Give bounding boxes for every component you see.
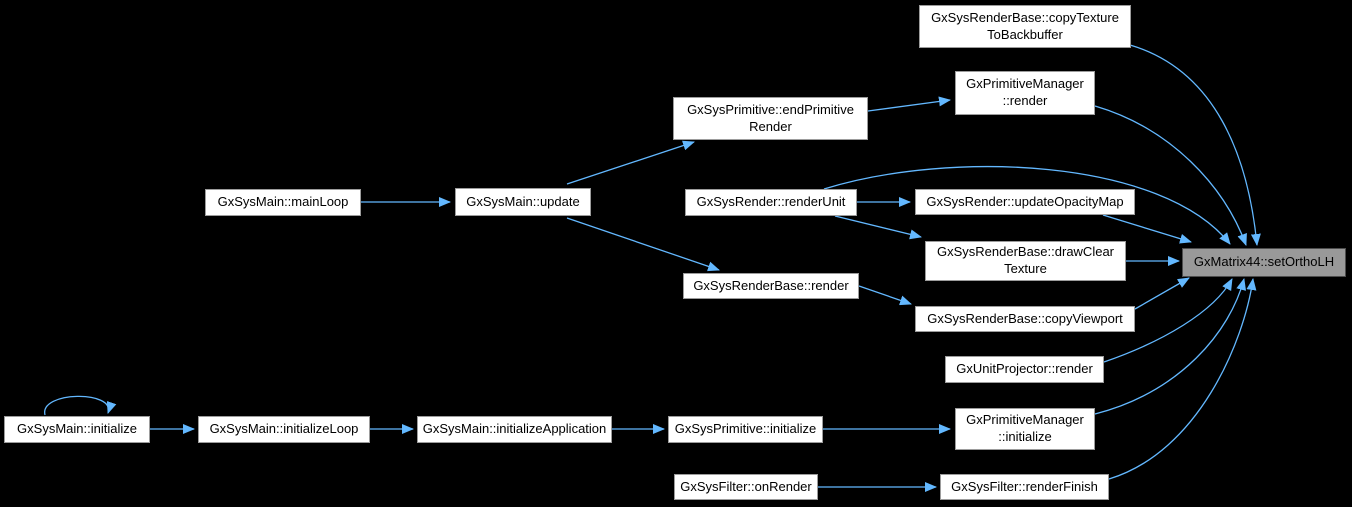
node-primitive-manager-initialize[interactable]: GxPrimitiveManager ::initialize (955, 408, 1095, 450)
node-set-ortho-lh: GxMatrix44::setOrthoLH (1182, 248, 1346, 277)
node-initialize-loop[interactable]: GxSysMain::initializeLoop (198, 416, 370, 443)
node-copy-viewport[interactable]: GxSysRenderBase::copyViewport (915, 306, 1135, 332)
edge-update-to-end-primitive-render (566, 140, 695, 185)
node-render-unit[interactable]: GxSysRender::renderUnit (685, 189, 857, 216)
node-main-loop[interactable]: GxSysMain::mainLoop (205, 189, 361, 216)
edge-render-unit-to-draw-clear-texture (834, 215, 922, 240)
edge-render-finish-to-set-ortho-lh (1108, 278, 1257, 480)
node-end-primitive-render[interactable]: GxSysPrimitive::endPrimitive Render (673, 97, 868, 140)
edge-copy-viewport-to-set-ortho-lh (1134, 277, 1190, 310)
edge-copy-texture-to-backbuffer-to-set-ortho-lh (1129, 44, 1261, 246)
edge-primitive-manager-render-to-set-ortho-lh (1094, 105, 1247, 246)
node-primitive-manager-render[interactable]: GxPrimitiveManager ::render (955, 71, 1095, 115)
node-on-render[interactable]: GxSysFilter::onRender (674, 474, 818, 500)
edge-update-opacity-map-to-set-ortho-lh (1102, 214, 1192, 244)
edge-initialize-to-initialize (44, 395, 117, 416)
node-initialize[interactable]: GxSysMain::initialize (4, 416, 150, 443)
node-update-opacity-map[interactable]: GxSysRender::updateOpacityMap (915, 189, 1135, 215)
node-sys-primitive-initialize[interactable]: GxSysPrimitive::initialize (668, 416, 823, 443)
node-copy-texture-to-backbuffer[interactable]: GxSysRenderBase::copyTexture ToBackbuffe… (919, 5, 1131, 48)
node-update[interactable]: GxSysMain::update (455, 188, 591, 216)
edge-update-to-render-base-render (566, 217, 720, 272)
edge-render-base-render-to-copy-viewport (858, 285, 912, 306)
node-render-finish[interactable]: GxSysFilter::renderFinish (940, 474, 1109, 500)
node-render-base-render[interactable]: GxSysRenderBase::render (683, 273, 859, 299)
node-unit-projector-render[interactable]: GxUnitProjector::render (945, 356, 1104, 383)
edge-end-primitive-render-to-primitive-manager-render (867, 96, 951, 112)
node-initialize-application[interactable]: GxSysMain::initializeApplication (417, 416, 612, 443)
edge-unit-projector-render-to-set-ortho-lh (1103, 278, 1233, 363)
edge-primitive-manager-initialize-to-set-ortho-lh (1094, 278, 1247, 415)
node-draw-clear-texture[interactable]: GxSysRenderBase::drawClear Texture (925, 241, 1126, 281)
edge-render-unit-to-set-ortho-lh (823, 165, 1231, 245)
